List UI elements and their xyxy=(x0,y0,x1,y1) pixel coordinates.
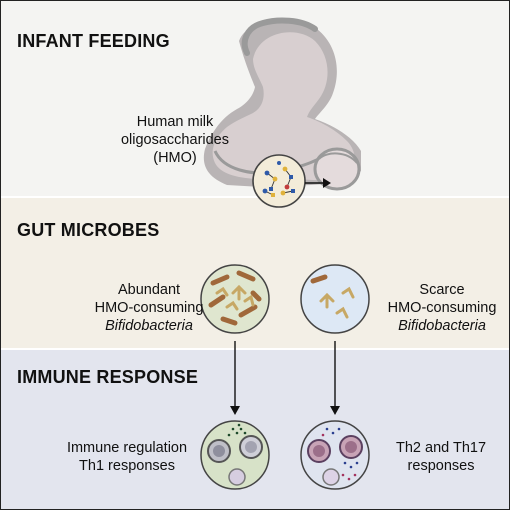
scarce-label-line3: Bifidobacteria xyxy=(398,318,486,334)
immune-regulation-circle xyxy=(200,420,270,490)
response-left-line1: Immune regulation xyxy=(66,440,188,456)
hmo-label-line2: oligosaccharides xyxy=(120,132,229,148)
feeding-arrowhead xyxy=(323,178,331,188)
flow-arrows xyxy=(230,341,340,415)
mother-infant-illustration xyxy=(203,17,361,208)
scarce-label-line1: Scarce xyxy=(419,282,465,298)
mother-body xyxy=(212,32,355,181)
band-divider xyxy=(1,348,509,350)
hmo-label-line1: Human milk xyxy=(136,114,214,130)
band-divider xyxy=(1,196,509,198)
hmo-circle xyxy=(252,154,306,208)
response-right-line2: responses xyxy=(407,458,475,474)
scarce-label-line2: HMO-consuming xyxy=(387,300,497,316)
abundant-label-line1: Abundant xyxy=(117,282,181,298)
th2-th17-label: Th2 and Th17 responses xyxy=(379,439,503,475)
hmo-label-line3: (HMO) xyxy=(153,150,197,166)
scarce-bifidobacteria-circle xyxy=(300,264,370,334)
response-right-line1: Th2 and Th17 xyxy=(395,440,487,456)
abundant-label-line3: Bifidobacteria xyxy=(105,318,193,334)
gut-microbes-title: GUT MICROBES xyxy=(17,220,160,240)
hmo-label: Human milk oligosaccharides (HMO) xyxy=(95,113,255,167)
hmo-molecule-nodes xyxy=(262,161,295,197)
infant-body xyxy=(318,152,358,164)
infant-head xyxy=(313,147,361,191)
immune-response-title: IMMUNE RESPONSE xyxy=(17,367,199,387)
abundant-bifidobacteria-circle xyxy=(200,264,270,334)
response-left-line2: Th1 responses xyxy=(79,458,175,474)
infant-feeding-title: INFANT FEEDING xyxy=(17,31,170,51)
abundant-label: Abundant HMO-consuming Bifidobacteria xyxy=(79,281,219,335)
scarce-label: Scarce HMO-consuming Bifidobacteria xyxy=(377,281,507,335)
th2-th17-circle xyxy=(300,420,370,490)
abundant-label-line2: HMO-consuming xyxy=(94,300,204,316)
mother-hair xyxy=(241,17,318,56)
immune-regulation-label: Immune regulation Th1 responses xyxy=(55,439,199,475)
